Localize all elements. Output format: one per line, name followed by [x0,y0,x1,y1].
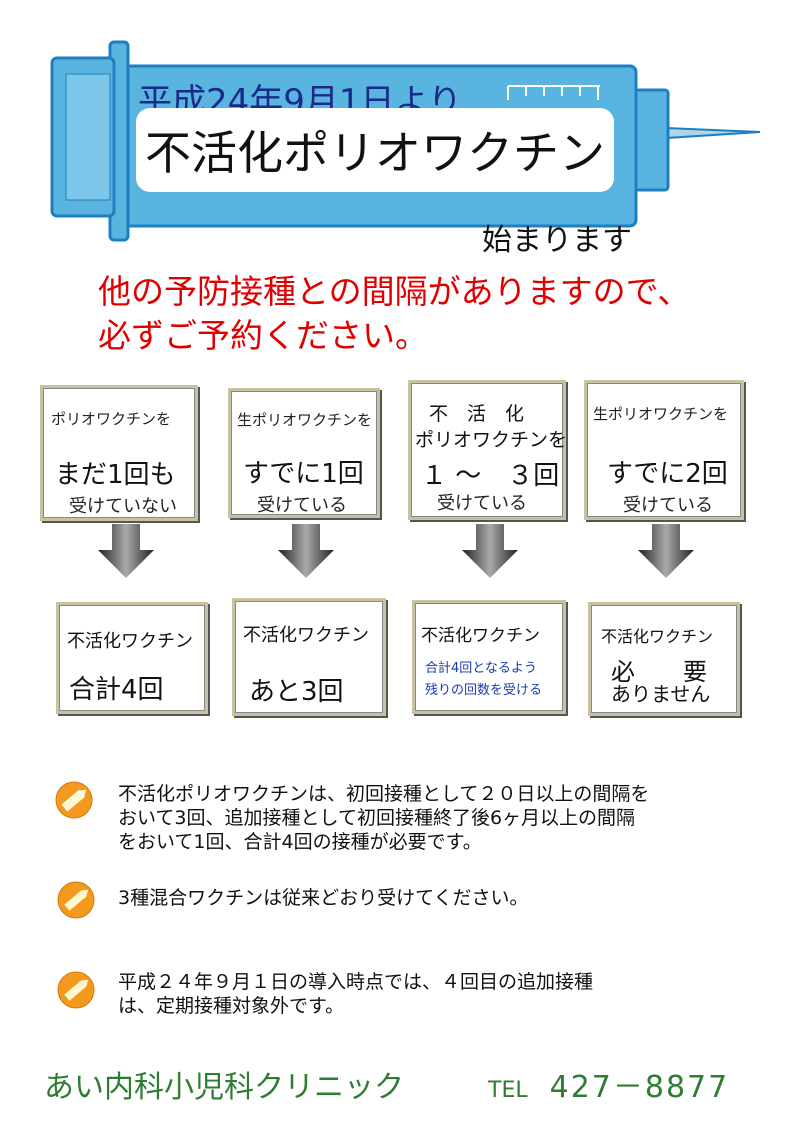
box-value: まだ1回も [55,460,176,490]
box-label: 生ポリオワクチンを [237,411,373,429]
page-title: 不活化ポリオワクチン [145,126,605,180]
box-sub: 受けている [623,495,713,516]
result-box-3-more: 不活化ワクチン あと3回 [232,598,386,716]
box-value: １ ～ ３回 [421,461,560,491]
reservation-notice: 他の予防接種との間隔がありますので、 必ずご予約ください。 [98,270,690,358]
box-note: 合計4回となるよう [425,661,537,676]
down-arrow-icon [98,524,154,578]
pencil-badge-icon [57,971,95,1009]
box-label: 不活化ワクチン [243,625,369,646]
result-box-not-needed: 不活化ワクチン 必 要 ありません [588,602,740,716]
bullet-1-line-2: おいて3回、追加接種として初回接種終了後6ヶ月以上の間隔 [118,807,636,829]
pencil-badge-icon [57,881,95,919]
box-value: 合計4回 [69,675,164,705]
bullet-1: 不活化ポリオワクチンは、初回接種として２０日以上の間隔を おいて3回、追加接種と… [118,782,649,854]
box-value: あと3回 [249,677,344,707]
bullet-3: 平成２４年９月１日の導入時点では、４回目の追加接種 は、定期接種対象外です。 [118,970,593,1018]
box-label: 生ポリオワクチンを [593,405,729,423]
start-text: 始まります [482,223,632,258]
status-box-one-live: 生ポリオワクチンを すでに1回 受けている [228,388,380,518]
bullet-1-line-1: 不活化ポリオワクチンは、初回接種として２０日以上の間隔を [118,783,650,805]
down-arrow-icon [278,524,334,578]
box-label: 不活化ワクチン [601,627,714,646]
bullet-1-line-3: をおいて1回、合計4回の接種が必要です。 [118,831,482,853]
box-label: 不 活 化 [429,403,525,425]
down-arrow-icon [638,524,694,578]
tel-label: TEL [488,1078,528,1103]
notice-line-1: 他の予防接種との間隔がありますので、 [98,272,691,311]
phone-number: TEL 427－8877 [488,1062,729,1106]
clinic-name: あい内科小児科クリニック [44,1070,404,1105]
bullet-2-line-1: 3種混合ワクチンは従来どおり受けてください。 [118,887,529,909]
box-label: ポリオワクチンを [51,410,172,428]
result-box-remaining: 不活化ワクチン 合計4回となるよう 残りの回数を受ける [412,600,566,714]
box-label: 不活化ワクチン [67,631,193,652]
notice-line-2: 必ずご予約ください。 [98,316,428,355]
tel-value: 427－8877 [549,1070,730,1105]
box-label-2: ポリオワクチンを [415,429,568,451]
box-sub: 受けていない [69,496,177,517]
result-box-total-4: 不活化ワクチン 合計4回 [56,602,208,714]
bullet-3-line-1: 平成２４年９月１日の導入時点では、４回目の追加接種 [118,971,594,993]
bullet-2: 3種混合ワクチンは従来どおり受けてください。 [118,886,529,910]
box-value-2: ありません [611,682,711,706]
box-label: 不活化ワクチン [421,626,540,646]
down-arrow-icon [462,524,518,578]
bullet-3-line-2: は、定期接種対象外です。 [118,995,345,1017]
box-note-2: 残りの回数を受ける [425,683,543,698]
status-box-two-live: 生ポリオワクチンを すでに2回 受けている [584,380,744,520]
pencil-badge-icon [55,781,93,819]
box-value: すでに1回 [243,459,364,489]
status-box-none: ポリオワクチンを まだ1回も 受けていない [40,385,198,521]
box-sub: 受けている [437,493,527,514]
title-box: 不活化ポリオワクチン [136,108,614,192]
status-box-inactivated: 不 活 化 ポリオワクチンを １ ～ ３回 受けている [408,380,568,520]
box-sub: 受けている [257,495,347,516]
box-value: 必 要 [611,658,707,686]
box-value: すでに2回 [607,459,728,489]
